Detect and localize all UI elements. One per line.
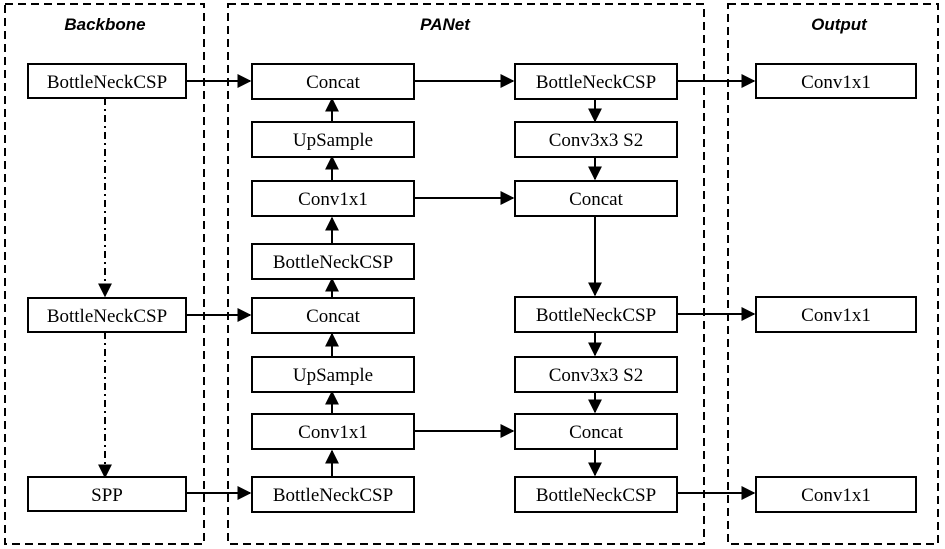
node-label: BottleNeckCSP [47, 306, 167, 327]
node-label: BottleNeckCSP [536, 72, 656, 93]
node-panet-concat-2: Concat [251, 297, 415, 334]
node-label: Concat [569, 422, 624, 443]
node-panet-conv3x3-s2-2: Conv3x3 S2 [514, 356, 678, 393]
node-output-conv1x1-3: Conv1x1 [755, 476, 917, 513]
node-backbone-bottleneckcsp-2: BottleNeckCSP [27, 297, 187, 333]
node-panet-bottleneckcsp-4: BottleNeckCSP [514, 296, 678, 333]
edges [98, 74, 756, 500]
node-panet-bottleneckcsp-5: BottleNeckCSP [514, 476, 678, 513]
node-label: Conv1x1 [298, 189, 368, 210]
node-panet-conv1x1-2: Conv1x1 [251, 413, 415, 450]
nodes: BottleNeckCSP BottleNeckCSP SPP Concat U… [27, 63, 917, 513]
node-label: Conv1x1 [801, 72, 871, 93]
backbone-group [4, 3, 205, 545]
node-label: Conv3x3 S2 [549, 130, 644, 151]
node-label: BottleNeckCSP [273, 252, 393, 273]
node-label: BottleNeckCSP [273, 485, 393, 506]
node-label: Conv1x1 [801, 485, 871, 506]
node-panet-conv3x3-s2-1: Conv3x3 S2 [514, 121, 678, 158]
node-label: Conv3x3 S2 [549, 365, 644, 386]
node-panet-concat-3: Concat [514, 180, 678, 217]
panet-group [227, 3, 705, 545]
node-panet-upsample-2: UpSample [251, 356, 415, 393]
node-label: BottleNeckCSP [536, 485, 656, 506]
node-label: Conv1x1 [801, 305, 871, 326]
output-title: Output [811, 15, 868, 34]
node-panet-upsample-1: UpSample [251, 121, 415, 158]
node-label: Concat [569, 189, 624, 210]
node-panet-conv1x1-1: Conv1x1 [251, 180, 415, 217]
backbone-title: Backbone [64, 15, 145, 34]
node-label: BottleNeckCSP [47, 72, 167, 93]
node-label: Conv1x1 [298, 422, 368, 443]
node-output-conv1x1-2: Conv1x1 [755, 296, 917, 333]
output-group [727, 3, 939, 545]
node-panet-concat-4: Concat [514, 413, 678, 450]
node-label: Concat [306, 306, 361, 327]
node-backbone-bottleneckcsp-1: BottleNeckCSP [27, 63, 187, 99]
node-panet-bottleneckcsp-3: BottleNeckCSP [514, 63, 678, 100]
node-label: Concat [306, 72, 361, 93]
node-panet-bottleneckcsp-2: BottleNeckCSP [251, 476, 415, 513]
node-label: SPP [91, 485, 123, 506]
node-panet-bottleneckcsp-1: BottleNeckCSP [251, 243, 415, 280]
node-label: UpSample [293, 365, 373, 386]
node-panet-concat-1: Concat [251, 63, 415, 100]
node-label: UpSample [293, 130, 373, 151]
node-backbone-spp: SPP [27, 476, 187, 512]
node-label: BottleNeckCSP [536, 305, 656, 326]
panet-title: PANet [420, 15, 471, 34]
node-output-conv1x1-1: Conv1x1 [755, 63, 917, 99]
